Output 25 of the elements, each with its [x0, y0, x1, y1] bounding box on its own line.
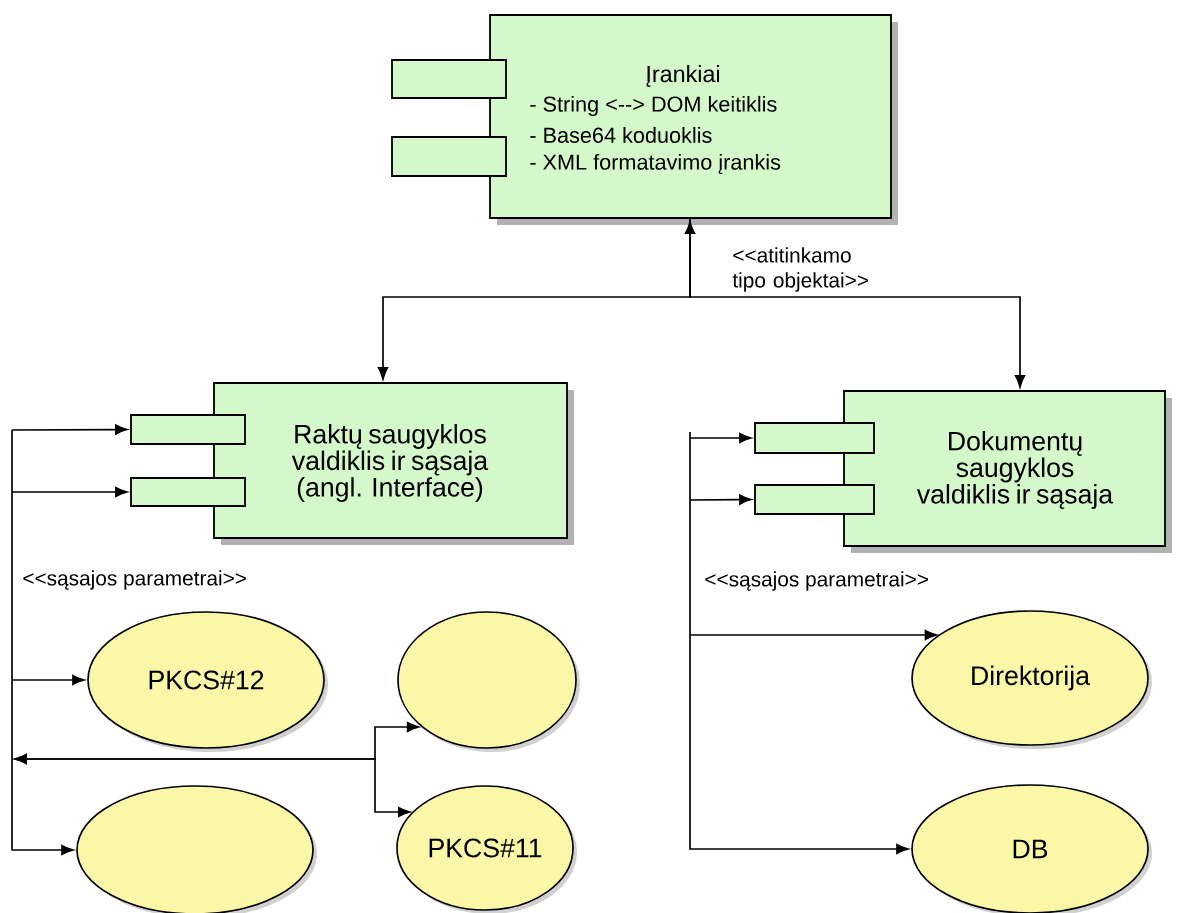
arrow [689, 494, 752, 505]
interface-port [391, 136, 507, 177]
component-box: Raktų saugyklos valdiklis ir sąsaja (angl. Interface) [213, 382, 574, 545]
stereotype-label: <<sąsajos parametrai>> [705, 571, 928, 591]
component-box: Dokumentų saugyklos valdiklis ir sąsaja [843, 390, 1172, 553]
interface-port [391, 59, 507, 99]
arrow [689, 218, 1026, 388]
arrow [11, 424, 128, 435]
interface-port [754, 422, 875, 454]
arrow [689, 629, 938, 641]
arrow [11, 486, 128, 498]
component-box: Įrankiai - String <--> DOM keitiklis - Base64 koduoklis - XML formatavimo įrankis [489, 14, 898, 225]
arrow [11, 674, 85, 686]
interface-port [754, 484, 875, 515]
arrow [11, 429, 74, 856]
ellipse [397, 611, 580, 752]
ellipse [76, 785, 317, 913]
interface-port [130, 414, 246, 445]
arrow [689, 432, 752, 444]
arrow [377, 221, 696, 380]
arrow [14, 753, 411, 818]
stereotype-label: <<sąsajos parametrai>> [23, 570, 246, 590]
arrow [689, 431, 909, 855]
interface-port [130, 477, 246, 507]
stereotype-label: <<atitinkamo tipo objektai>> [732, 247, 868, 292]
